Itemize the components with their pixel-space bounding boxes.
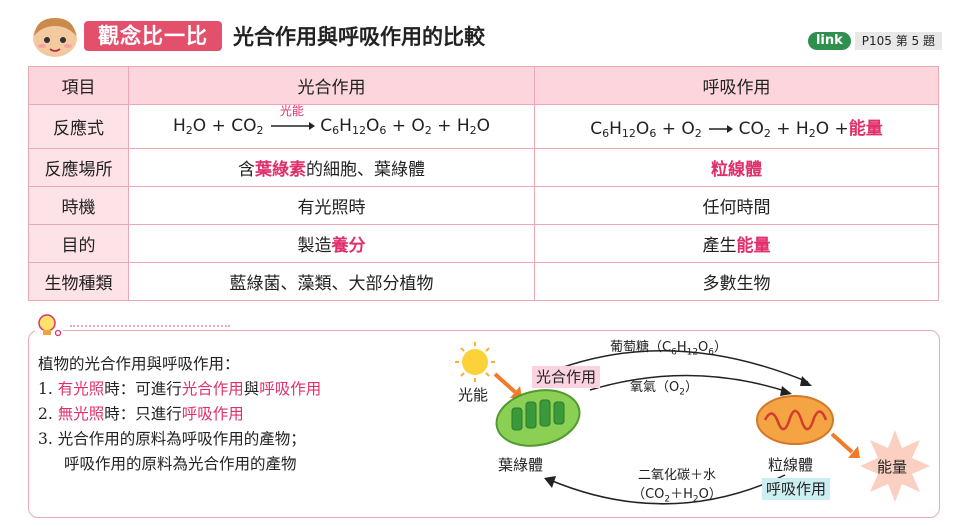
reactants-label: 二氧化碳＋水 （CO2＋H2O） — [632, 468, 722, 505]
light-energy-arrow: 光能 — [269, 104, 315, 136]
page-link[interactable]: link P105 第 5 題 — [807, 32, 942, 50]
respiration-tag: 呼吸作用 — [762, 478, 831, 500]
respiration-equation: C6H12O6 + O2 CO2 + H2O +能量 — [534, 104, 939, 149]
table-row: 目的 製造養分 產生能量 — [28, 224, 939, 263]
header-item: 項目 — [28, 66, 129, 105]
link-label[interactable]: link — [807, 32, 851, 50]
row-label-timing: 時機 — [28, 186, 129, 225]
chloroplast-label: 葉綠體 — [498, 456, 544, 474]
table-row: 生物種類 藍綠菌、藻類、大部分植物 多數生物 — [28, 262, 939, 301]
energy-arrow-icon — [830, 432, 860, 458]
notes-item-3-line2: 呼吸作用的原料為光合作用的產物 — [64, 455, 297, 473]
photosynthesis-equation: H2O + CO2 光能 C6H12O6 + O2 + H2O — [128, 104, 535, 149]
mitochondria-icon — [756, 395, 834, 445]
notes-item-2: 2. 無光照時：只進行呼吸作用 — [38, 405, 244, 423]
notes-text: 植物的光合作用與呼吸作用： 1. 有光照時：可進行光合作用與呼吸作用 2. 無光… — [38, 352, 321, 477]
header-respiration: 呼吸作用 — [534, 66, 939, 105]
lightbulb-icon — [35, 312, 63, 340]
page-header: 觀念比一比 光合作用與呼吸作用的比較 link P105 第 5 題 — [28, 14, 954, 58]
row-label-purpose: 目的 — [28, 224, 129, 263]
student-avatar-icon — [33, 18, 77, 57]
notes-intro: 植物的光合作用與呼吸作用： — [38, 355, 240, 373]
right-arrow-icon — [709, 124, 734, 133]
notes-box — [28, 330, 940, 518]
header-photosynthesis: 光合作用 — [128, 66, 535, 105]
respiration-organisms: 多數生物 — [534, 262, 939, 301]
diagram-graphics — [455, 342, 930, 505]
light-energy-label: 光能 — [458, 386, 489, 404]
sun-icon — [455, 342, 495, 382]
respiration-purpose: 產生能量 — [534, 224, 939, 263]
row-label-reaction: 反應式 — [28, 104, 129, 149]
glucose-label: 葡萄糖（C6H12O6） — [610, 340, 728, 358]
photosynthesis-tag: 光合作用 — [532, 366, 601, 388]
light-arrow-icon — [493, 372, 522, 398]
photosynthesis-timing: 有光照時 — [128, 186, 535, 225]
oxygen-label: 氧氣（O2） — [630, 380, 698, 398]
row-label-organisms: 生物種類 — [28, 262, 129, 301]
mitochondria-label: 粒線體 — [768, 456, 814, 474]
arrow-label-light: 光能 — [279, 104, 304, 118]
right-arrow-icon — [270, 122, 315, 130]
photosynthesis-organisms: 藍綠菌、藻類、大部分植物 — [128, 262, 535, 301]
table-row: 反應式 H2O + CO2 光能 C6H12O6 + O2 + H2O C6H1… — [28, 104, 939, 149]
respiration-place: 粒線體 — [534, 148, 939, 187]
page-title: 光合作用與呼吸作用的比較 — [233, 25, 485, 49]
notes-item-3: 3. 光合作用的原料為呼吸作用的產物； — [38, 430, 306, 448]
photosynthesis-place: 含葉綠素的細胞、葉綠體 — [128, 148, 535, 187]
page-reference: P105 第 5 題 — [854, 32, 942, 50]
energy-text: 能量 — [848, 118, 883, 139]
notes-item-1: 1. 有光照時：可進行光合作用與呼吸作用 — [38, 380, 322, 398]
concept-badge: 觀念比一比 — [84, 21, 222, 51]
row-label-place: 反應場所 — [28, 148, 129, 187]
energy-burst-icon — [860, 430, 930, 502]
table-header-row: 項目 光合作用 呼吸作用 — [28, 66, 939, 105]
table-row: 時機 有光照時 任何時間 — [28, 186, 939, 225]
chloroplast-icon — [495, 389, 581, 447]
photosynthesis-purpose: 製造養分 — [128, 224, 535, 263]
table-row: 反應場所 含葉綠素的細胞、葉綠體 粒線體 — [28, 148, 939, 187]
comparison-table: 項目 光合作用 呼吸作用 反應式 H2O + CO2 光能 C6H12O6 + … — [28, 66, 939, 301]
cycle-diagram: 光能 光合作用 葡萄糖（C6H12O6） 氧氣（O2） 葉綠體 粒線體 能量 呼… — [440, 330, 940, 520]
divider — [70, 325, 230, 327]
energy-label: 能量 — [877, 458, 908, 476]
respiration-timing: 任何時間 — [534, 186, 939, 225]
